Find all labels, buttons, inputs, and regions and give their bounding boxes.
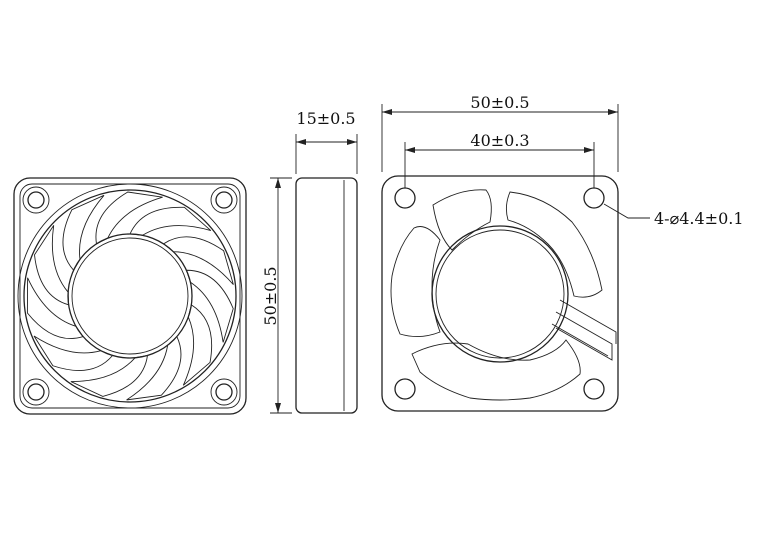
side-view: 15±0.5 50±0.5 <box>261 109 358 414</box>
side-profile <box>295 177 358 414</box>
front-hole-top-left <box>27 191 45 209</box>
side-height-arrow-top <box>275 178 281 188</box>
front-hole-boss-top-left <box>22 186 50 214</box>
back-cable-lower <box>555 311 613 361</box>
front-hole-boss-bottom-right <box>210 378 238 406</box>
front-hub-inner <box>71 237 189 355</box>
back-cable-upper <box>559 299 617 344</box>
back-spacing-arrow-right <box>584 147 594 153</box>
back-view: 50±0.5 40±0.3 4-⌀4.4±0.1 <box>381 93 744 412</box>
front-hole-bottom-right <box>215 383 233 401</box>
front-view <box>13 177 247 415</box>
front-frame-inner <box>19 183 241 409</box>
back-opening-top <box>432 189 492 251</box>
back-width-arrow-left <box>382 109 392 115</box>
back-opening-right <box>505 191 603 298</box>
front-blade <box>70 354 148 397</box>
front-mounting-holes <box>22 186 238 406</box>
front-blade <box>26 277 84 339</box>
back-opening-left <box>390 226 441 337</box>
front-hole-boss-top-right <box>210 186 238 214</box>
side-thickness-arrow-left <box>296 139 306 145</box>
back-mounting-holes <box>394 187 605 400</box>
back-hub-outer <box>431 225 569 363</box>
side-thickness-label: 15±0.5 <box>296 109 355 128</box>
front-blade <box>182 304 213 386</box>
side-thickness-arrow-right <box>347 139 357 145</box>
back-cable-mid <box>551 323 609 357</box>
back-hub-inner <box>435 229 565 359</box>
back-width-label: 50±0.5 <box>470 93 529 112</box>
front-blade <box>185 269 234 343</box>
back-cable-channel <box>551 299 617 361</box>
front-blade <box>129 206 212 236</box>
back-hole-top-right <box>583 187 605 209</box>
side-height-label: 50±0.5 <box>261 266 280 325</box>
side-height-arrow-bottom <box>275 403 281 413</box>
front-shroud-inner <box>23 189 237 403</box>
back-spacing-arrow-left <box>405 147 415 153</box>
front-blade <box>34 225 70 306</box>
front-hub-outer <box>67 233 193 359</box>
front-blade <box>162 236 234 285</box>
back-hole-bottom-left <box>394 378 416 400</box>
back-spacing-label: 40±0.3 <box>470 131 529 150</box>
front-blade <box>126 335 182 401</box>
back-width-arrow-right <box>608 109 618 115</box>
front-blade <box>62 194 105 272</box>
front-hole-top-right <box>215 191 233 209</box>
back-frame <box>381 175 619 412</box>
back-opening-bottom <box>411 339 581 401</box>
front-hole-bottom-left <box>27 383 45 401</box>
back-hole-callout-leader <box>603 203 650 219</box>
front-hole-boss-bottom-left <box>22 378 50 406</box>
back-hole-bottom-right <box>583 378 605 400</box>
back-hole-top-left <box>394 187 416 209</box>
front-blade <box>95 191 163 245</box>
front-frame-outer <box>13 177 247 415</box>
back-spoke-openings <box>390 189 603 401</box>
front-blade <box>33 335 114 371</box>
front-impeller-blades <box>26 191 234 401</box>
back-hole-callout-label: 4-⌀4.4±0.1 <box>654 209 744 228</box>
front-shroud-ring <box>17 183 243 409</box>
